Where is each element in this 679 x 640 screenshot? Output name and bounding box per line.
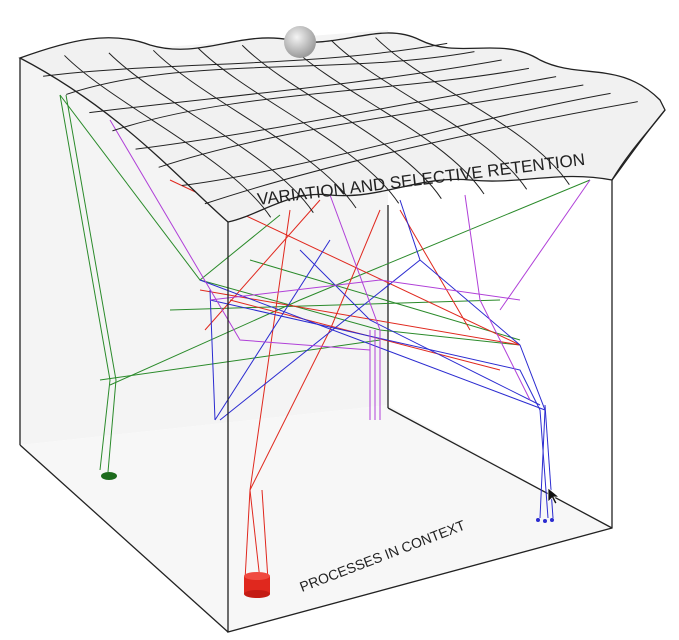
strand-network — [59, 94, 591, 581]
red-strand — [399, 209, 471, 331]
purple-strand — [329, 194, 381, 331]
grid-line — [89, 59, 502, 114]
left-floor-edge — [19, 444, 229, 633]
green-strand — [99, 339, 381, 381]
green-strand — [249, 259, 521, 341]
purple-strand — [464, 194, 531, 401]
mouse-cursor-icon — [547, 487, 561, 505]
blue-strand — [214, 239, 331, 421]
grid-line — [241, 44, 442, 199]
grid-line — [204, 101, 638, 205]
blue-strand — [209, 299, 541, 411]
grid-line — [135, 76, 557, 150]
blue-strand — [539, 409, 549, 519]
grid-line — [152, 49, 357, 209]
grid-line — [43, 42, 448, 77]
floor — [20, 405, 612, 632]
green-strand — [169, 299, 501, 311]
landscape-grid — [43, 37, 638, 218]
blue-strand — [219, 259, 421, 421]
purple-strand — [209, 279, 521, 301]
green-strand — [109, 179, 591, 386]
red-strand — [249, 489, 261, 581]
blue-strand — [544, 404, 554, 519]
purple-strand — [499, 179, 591, 311]
grid-line — [330, 39, 528, 190]
green-cylinder — [101, 472, 117, 480]
blue-strand — [299, 249, 541, 406]
grid-line — [66, 51, 475, 95]
back-floor-edge — [387, 407, 613, 529]
blue-strand — [209, 289, 216, 421]
grid-line — [181, 92, 611, 187]
grid-line — [112, 67, 529, 132]
grid-line — [197, 47, 400, 204]
grid-line — [286, 42, 485, 195]
blue-strand — [399, 199, 521, 346]
grid-line — [108, 52, 314, 213]
grid-line — [64, 55, 272, 218]
red-strand — [199, 289, 521, 346]
grid-line — [375, 37, 570, 185]
blue-strand — [199, 279, 546, 411]
red-strand — [329, 209, 381, 331]
right-top-edge — [611, 109, 666, 181]
red-cylinder — [244, 572, 270, 598]
red-strand — [261, 489, 269, 581]
blue-feet — [536, 518, 554, 523]
green-strand — [59, 94, 111, 471]
front-face-outline — [227, 180, 613, 633]
red-strand — [249, 329, 331, 491]
grid-line — [158, 84, 584, 168]
purple-strand — [109, 119, 371, 351]
green-strand — [65, 94, 117, 473]
ball — [284, 26, 316, 58]
red-strand — [204, 199, 321, 331]
